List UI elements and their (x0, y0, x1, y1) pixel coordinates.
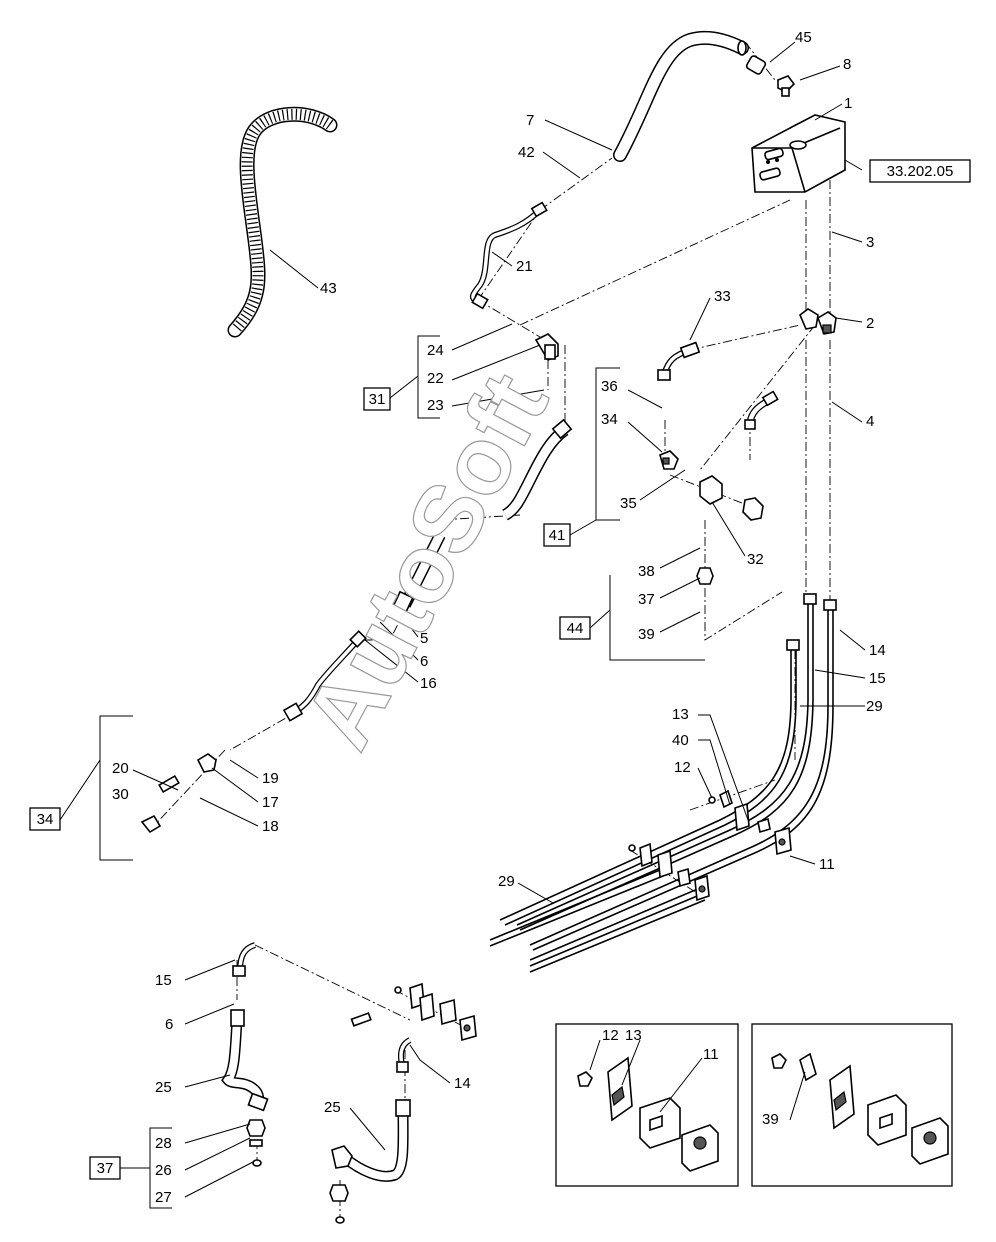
callout-2: 2 (866, 315, 874, 332)
group-brackets (59, 335, 705, 1209)
callout-39: 39 (638, 626, 655, 643)
callout-6: 6 (420, 653, 428, 670)
callout-3: 3 (866, 234, 874, 251)
callout-1: 1 (844, 95, 852, 112)
callout-7: 7 (526, 112, 534, 129)
callout-25b: 25 (324, 1099, 341, 1116)
clamps-part (350, 789, 792, 1042)
callout-33: 33 (714, 288, 731, 305)
callout-11: 11 (819, 856, 835, 873)
callout-26: 26 (155, 1162, 172, 1179)
callout-4: 4 (866, 413, 874, 430)
callout-39b: 39 (762, 1111, 779, 1128)
block-32-part (699, 475, 764, 521)
leader-lines (132, 41, 866, 1198)
lower-middle-hose-part (329, 1037, 412, 1224)
callout-14: 14 (869, 642, 886, 659)
callout-12: 12 (674, 759, 691, 776)
callout-13: 13 (672, 706, 689, 723)
callout-13b: 13 (625, 1027, 642, 1044)
detail-inset-right (751, 1023, 953, 1187)
callout-15: 15 (869, 670, 886, 687)
callout-42: 42 (518, 144, 535, 161)
callout-32: 32 (747, 551, 764, 568)
ref-label-33-202-05: 33.202.05 (887, 163, 954, 180)
callout-15b: 15 (155, 972, 172, 989)
callout-17: 17 (262, 794, 279, 811)
callout-21: 21 (516, 258, 533, 275)
ref-box-31[interactable]: 31 (363, 387, 391, 411)
ref-box-33-202-05[interactable]: 33.202.05 (869, 159, 971, 183)
callout-numbers: 45 8 1 7 42 3 21 43 33 2 24 22 23 36 4 3… (112, 29, 886, 1206)
valve-2-part (799, 308, 837, 335)
callout-12b: 12 (602, 1027, 619, 1044)
callout-8: 8 (843, 56, 851, 73)
callout-25: 25 (155, 1079, 172, 1096)
callout-16: 16 (420, 675, 437, 692)
hydraulic-pump-part (751, 114, 846, 193)
ref-label-44: 44 (567, 620, 584, 637)
pipe-bundle-part (489, 699, 834, 973)
elbow-22-part (534, 333, 559, 361)
callout-11b: 11 (703, 1046, 719, 1063)
callout-34: 34 (601, 411, 618, 428)
callout-6b: 6 (165, 1016, 173, 1033)
callout-23: 23 (427, 397, 444, 414)
callout-37: 37 (638, 591, 655, 608)
fitting-37-part (696, 567, 714, 585)
callout-22: 22 (427, 370, 444, 387)
vertical-pipes-part (786, 593, 837, 705)
fitting-34-part (659, 450, 679, 470)
callout-29: 29 (866, 698, 883, 715)
ref-label-31: 31 (369, 391, 386, 408)
spiral-guard-part (227, 106, 338, 338)
callout-20: 20 (112, 760, 129, 777)
fittings-17-30-part (140, 753, 217, 834)
callout-30: 30 (112, 786, 129, 803)
callout-27: 27 (155, 1189, 172, 1206)
upper-hose-part (613, 30, 749, 162)
pipe-16-part (282, 630, 367, 722)
callout-28: 28 (155, 1135, 172, 1152)
callout-19: 19 (262, 770, 279, 787)
long-hose-part (392, 418, 573, 614)
callout-40: 40 (672, 732, 689, 749)
detail-inset-left (555, 1023, 739, 1187)
lower-left-hose-part (221, 942, 269, 1167)
pipe-21-part (470, 201, 548, 310)
ref-label-41: 41 (549, 527, 566, 544)
ref-box-34[interactable]: 34 (29, 807, 61, 831)
ref-box-44[interactable]: 44 (559, 616, 591, 640)
ref-label-37: 37 (97, 1160, 114, 1177)
callout-29b: 29 (498, 873, 515, 890)
callout-18: 18 (262, 818, 279, 835)
callout-36: 36 (601, 378, 618, 395)
callout-43: 43 (320, 280, 337, 297)
callout-35: 35 (620, 495, 637, 512)
callout-45: 45 (795, 29, 812, 46)
ref-box-41[interactable]: 41 (543, 523, 571, 547)
callout-5: 5 (420, 630, 428, 647)
callout-24: 24 (427, 342, 444, 359)
pipe-33-part (657, 341, 701, 381)
fitting-parts-top (745, 55, 796, 97)
callout-14b: 14 (454, 1075, 471, 1092)
ref-box-37[interactable]: 37 (89, 1156, 121, 1180)
ref-label-34: 34 (37, 811, 54, 828)
callout-38: 38 (638, 563, 655, 580)
elbow-pipe-4-part (744, 390, 779, 430)
